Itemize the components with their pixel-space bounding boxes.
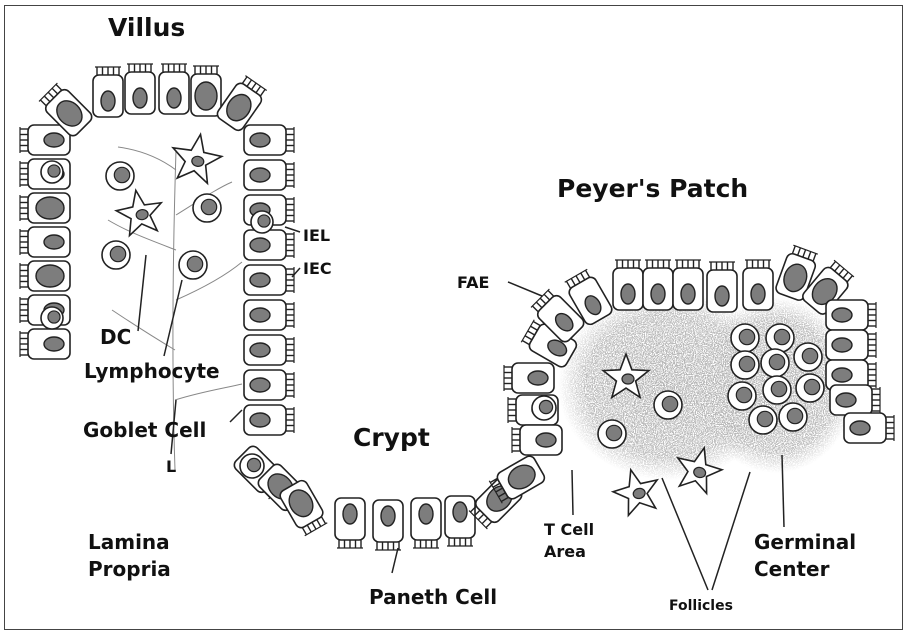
lamina-propria-line-1: Lamina bbox=[88, 531, 171, 554]
paneth-cell-label: Paneth Cell bbox=[369, 586, 497, 609]
t-cell-area-line-2: Area bbox=[544, 543, 594, 561]
peyers-patch-title: Peyer's Patch bbox=[557, 175, 748, 204]
t-cell-area-label: T Cell Area bbox=[544, 521, 594, 562]
iel-label: IEL bbox=[303, 227, 330, 245]
germinal-center-label: Germinal Center bbox=[754, 531, 856, 581]
l-label: L bbox=[166, 458, 176, 476]
dc-label: DC bbox=[100, 326, 131, 349]
iec-label: IEC bbox=[303, 260, 332, 278]
crypt-title: Crypt bbox=[353, 424, 430, 453]
t-cell-area-line-1: T Cell bbox=[544, 521, 594, 539]
lymphocyte-label: Lymphocyte bbox=[84, 360, 220, 383]
goblet-cell-label: Goblet Cell bbox=[83, 419, 206, 442]
fae-label: FAE bbox=[457, 274, 489, 292]
lamina-propria-line-2: Propria bbox=[88, 558, 171, 581]
follicles-label: Follicles bbox=[669, 598, 733, 614]
villus-title: Villus bbox=[108, 14, 185, 43]
germinal-center-line-2: Center bbox=[754, 558, 856, 581]
germinal-center-line-1: Germinal bbox=[754, 531, 856, 554]
lamina-propria-label: Lamina Propria bbox=[88, 531, 171, 581]
